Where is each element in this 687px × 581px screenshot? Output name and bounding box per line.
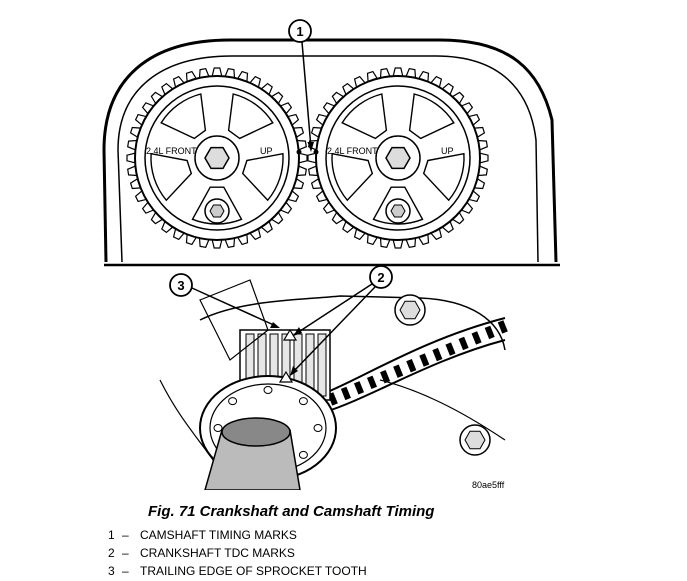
figure-caption: Fig. 71 Crankshaft and Camshaft Timing (148, 503, 435, 520)
lower-panel: 3 2 80ae5fff (159, 265, 508, 490)
timing-mark-left (296, 149, 302, 155)
timing-belt-outline (117, 55, 539, 263)
tdc-mark-lower (278, 370, 294, 383)
callout-2-number: 2 (377, 270, 384, 285)
timing-mark-right (313, 149, 319, 155)
callout-3: 3 (169, 273, 280, 328)
tdc-mark-upper (282, 328, 298, 341)
legend-item-dash: – (122, 528, 129, 542)
legend-item-2: 2–CRANKSHAFT TDC MARKS (108, 544, 367, 562)
cylinder-head-outline (102, 38, 558, 263)
camshaft-sprocket-right: 2.4L FRONT UP (307, 67, 489, 249)
callout-1-number: 1 (296, 24, 303, 39)
legend-item-text: CAMSHAFT TIMING MARKS (140, 528, 297, 542)
center-bolt-right (385, 146, 411, 170)
legend-item-dash: – (122, 546, 129, 560)
legend-item-3: 3–TRAILING EDGE OF SPROCKET TOOTH (108, 562, 367, 580)
legend-item-text: TRAILING EDGE OF SPROCKET TOOTH (140, 564, 367, 578)
sprocket-left-up-text: UP (260, 146, 273, 156)
callout-2: 2 (290, 265, 393, 376)
legend-item-dash: – (122, 564, 129, 578)
sprocket-spokes-left (150, 93, 284, 225)
legend: 1–CAMSHAFT TIMING MARKS 2–CRANKSHAFT TDC… (108, 526, 367, 580)
callout-1: 1 (288, 19, 314, 152)
dowel-bolt-left (209, 204, 225, 218)
legend-item-number: 2 (108, 546, 115, 560)
legend-item-text: CRANKSHAFT TDC MARKS (140, 546, 295, 560)
image-code: 80ae5fff (472, 480, 505, 490)
sprocket-right-up-text: UP (441, 146, 454, 156)
center-bolt-left (204, 146, 230, 170)
camshaft-sprocket-left: 2.4L FRONT UP (126, 67, 308, 249)
sprocket-right-front-text: 2.4L FRONT (327, 146, 378, 156)
dowel-bolt-right (390, 204, 406, 218)
legend-item-number: 1 (108, 528, 115, 542)
timing-illustration: 2.4L FRONT UP 2.4L FRONT UP 1 (102, 19, 560, 490)
callout-3-number: 3 (177, 278, 184, 293)
sprocket-left-front-text: 2.4L FRONT (146, 146, 197, 156)
timing-belt (319, 317, 508, 413)
legend-item-1: 1–CAMSHAFT TIMING MARKS (108, 526, 367, 544)
upper-panel: 2.4L FRONT UP 2.4L FRONT UP 1 (102, 19, 560, 267)
legend-item-number: 3 (108, 564, 115, 578)
